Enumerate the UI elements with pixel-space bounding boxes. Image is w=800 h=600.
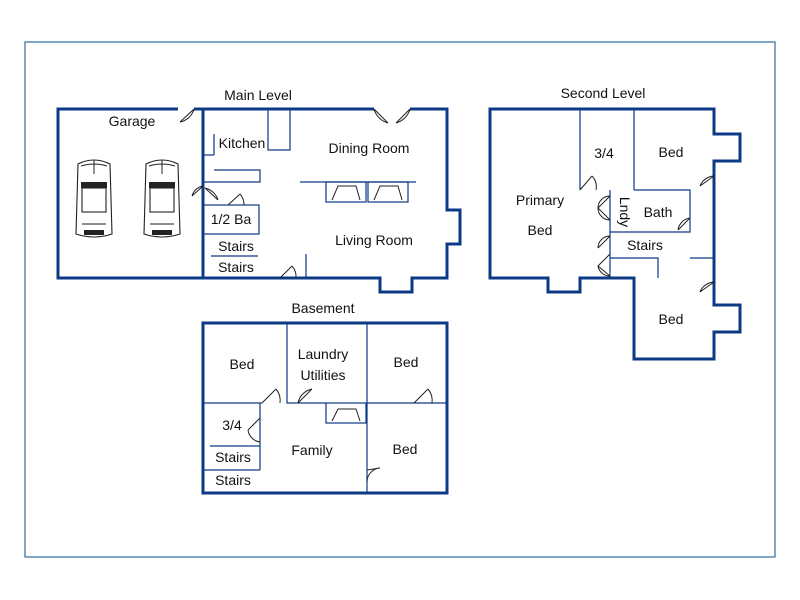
door-swing-icon	[677, 217, 691, 231]
door-swing-icon	[597, 235, 611, 249]
bath-label: Bath	[644, 204, 673, 220]
primary-bed-label: Primary	[516, 192, 564, 208]
main-level-title: Main Level	[224, 87, 292, 103]
primary-bed-label: Bed	[528, 222, 553, 238]
main-level-outline	[201, 107, 462, 294]
fireplace-icon	[367, 181, 409, 203]
door-swing-icon	[699, 281, 715, 293]
garage-label: Garage	[109, 113, 156, 129]
three-quarter-bath-label: 3/4	[222, 417, 242, 433]
bed-label: Bed	[394, 354, 419, 370]
main-level: Main Level Garage	[56, 87, 462, 294]
second-level-outline	[488, 107, 742, 361]
door-swing-icon	[279, 265, 297, 279]
three-quarter-bath-label: 3/4	[594, 145, 614, 161]
basement-outline	[201, 321, 449, 495]
bed-label: Bed	[230, 356, 255, 372]
second-level: Second Level Primary Bed 3/4 Bed Bath St…	[488, 85, 742, 361]
kitchen-label: Kitchen	[219, 135, 266, 151]
laundry-label: Lndy	[617, 197, 633, 227]
door-swing-icon	[597, 253, 611, 277]
basement-inner-walls	[203, 323, 447, 493]
bed-label: Bed	[659, 311, 684, 327]
basement-title: Basement	[291, 300, 354, 316]
laundry-label: Laundry	[298, 346, 349, 362]
family-label: Family	[291, 442, 332, 458]
utilities-label: Utilities	[300, 367, 345, 383]
basement-level: Basement Bed Laundry Utilities Bed 3/4 F…	[201, 300, 449, 495]
half-bath-label: 1/2 Ba	[211, 211, 252, 227]
door-swing-icon	[413, 388, 433, 404]
bed-label: Bed	[659, 144, 684, 160]
fireplace-icon	[325, 402, 367, 424]
kitchen-walls	[203, 109, 291, 183]
second-level-title: Second Level	[561, 85, 646, 101]
door-swing-icon	[579, 175, 597, 191]
door-swing-icon	[204, 187, 245, 206]
stairs-label: Stairs	[215, 449, 251, 465]
door-swing-icon	[179, 108, 195, 123]
second-level-inner-walls	[579, 109, 714, 278]
living-room-label: Living Room	[335, 232, 413, 248]
door-swing-icon	[366, 467, 381, 483]
door-swing-icon	[261, 388, 281, 404]
door-swing-icon	[597, 195, 611, 221]
entry-door-icon	[373, 108, 411, 124]
car-icon	[75, 159, 113, 238]
door-swing-icon	[191, 185, 204, 197]
stairs-label: Stairs	[218, 238, 254, 254]
stairs-label: Stairs	[218, 259, 254, 275]
fireplace-icon	[325, 181, 367, 203]
stairs-label: Stairs	[627, 237, 663, 253]
dining-room-label: Dining Room	[329, 140, 410, 156]
car-icon	[143, 159, 181, 238]
page-frame	[24, 41, 776, 558]
bed-label: Bed	[393, 441, 418, 457]
door-swing-icon	[699, 175, 715, 187]
half-bath[interactable]	[202, 204, 260, 235]
door-swing-icon	[297, 388, 313, 404]
door-swing-icon	[247, 417, 261, 443]
stairs-label: Stairs	[215, 472, 251, 488]
